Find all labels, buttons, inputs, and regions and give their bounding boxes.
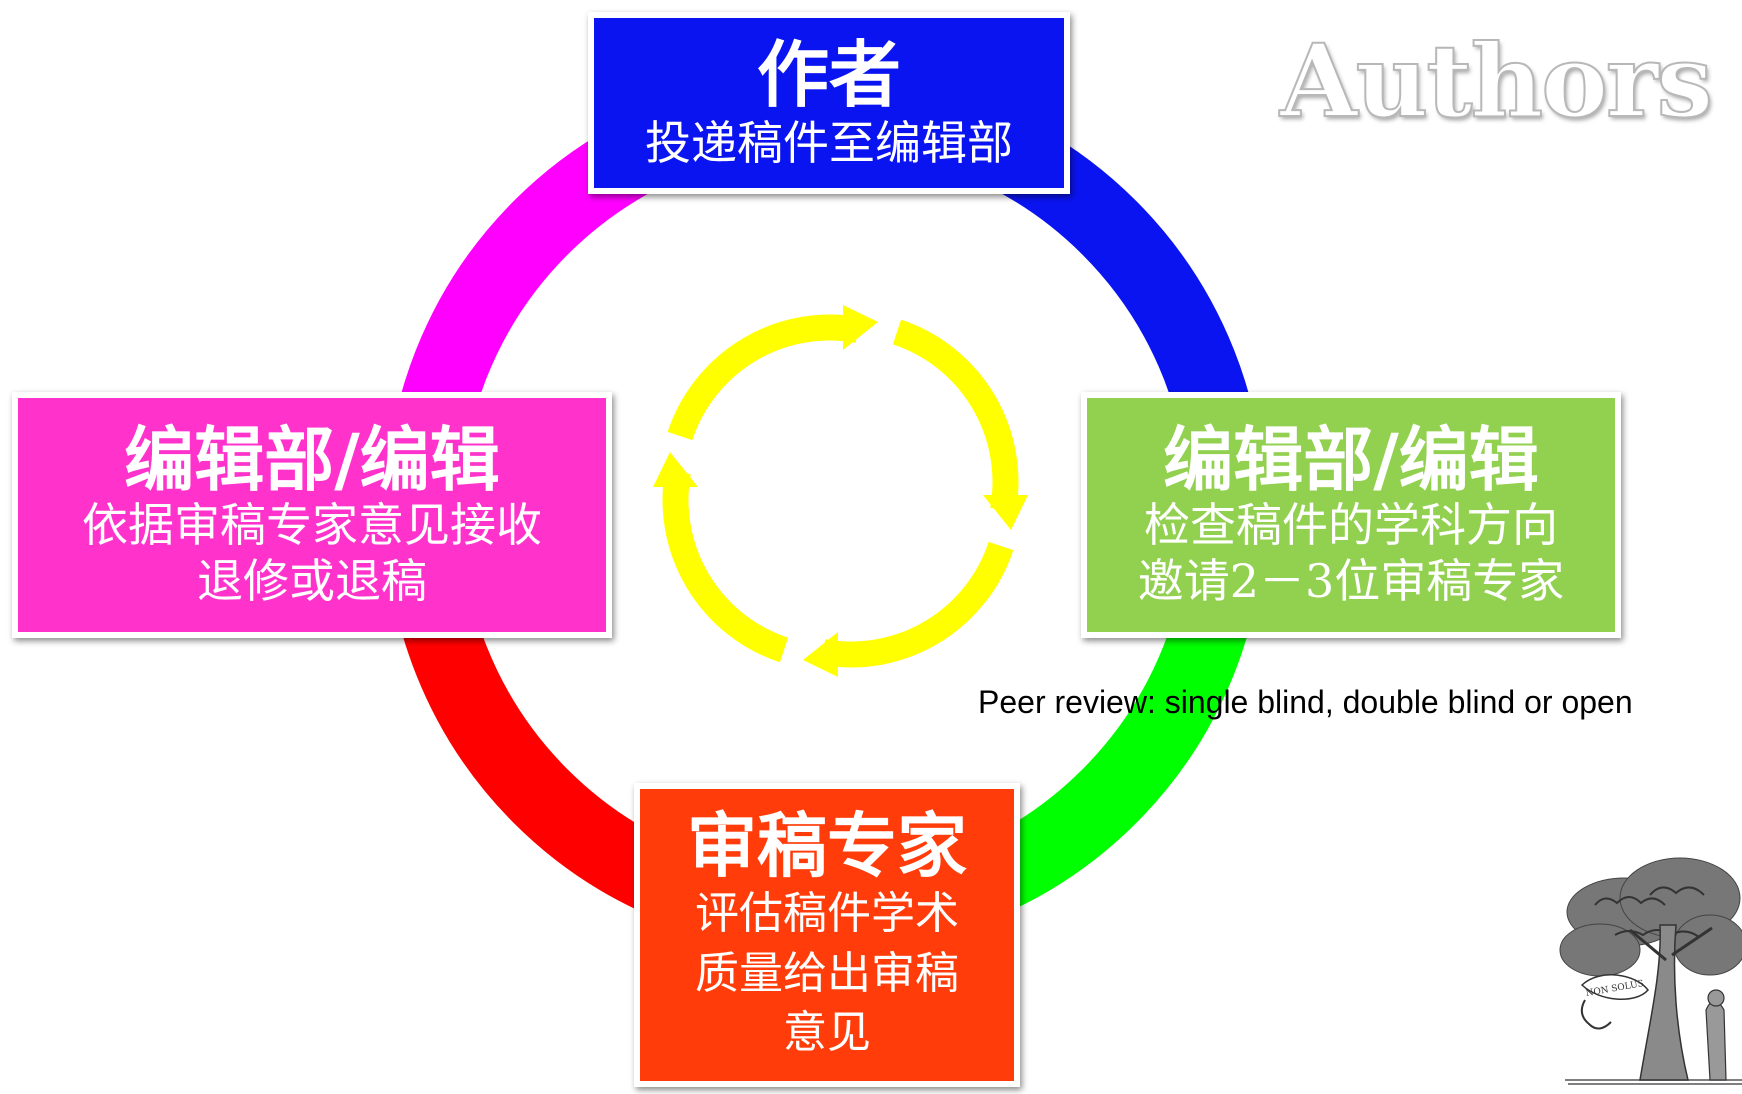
editor-check-box: 编辑部/编辑 检查稿件的学科方向 邀请2－3位审稿专家 xyxy=(1081,392,1621,638)
editor-decision-desc-line-1: 依据审稿专家意见接收 xyxy=(82,498,542,553)
reviewers-desc-line-3: 意见 xyxy=(783,1007,871,1059)
editor-check-desc-line-1: 检查稿件的学科方向 xyxy=(1144,498,1558,553)
editor-decision-box: 编辑部/编辑 依据审稿专家意见接收 退修或退稿 xyxy=(12,392,612,638)
editor-check-desc-line-2: 邀请2－3位审稿专家 xyxy=(1137,553,1565,608)
authors-title: 作者 xyxy=(756,31,901,117)
cycle-arrow-left xyxy=(653,452,789,663)
editor-decision-title: 编辑部/编辑 xyxy=(124,418,500,502)
reviewers-desc-line-2: 质量给出审稿 xyxy=(695,947,959,999)
reviewers-box: 审稿专家 评估稿件学术 质量给出审稿 意见 xyxy=(634,783,1020,1087)
peer-review-note: Peer review: single blind, double blind … xyxy=(978,684,1633,720)
cycle-arrow-bottom xyxy=(803,541,1014,677)
reviewers-title: 审稿专家 xyxy=(687,804,967,888)
authors-watermark: Authors xyxy=(1279,21,1714,141)
authors-box: 作者 投递稿件至编辑部 xyxy=(588,12,1070,194)
reviewers-desc-line-1: 评估稿件学术 xyxy=(695,888,959,940)
cycle-arrow-top xyxy=(667,305,878,441)
editor-check-title: 编辑部/编辑 xyxy=(1163,418,1539,502)
cycle-arrow-right xyxy=(892,319,1028,530)
authors-desc-line-1: 投递稿件至编辑部 xyxy=(645,116,1013,170)
editor-decision-desc-line-2: 退修或退稿 xyxy=(197,553,427,608)
